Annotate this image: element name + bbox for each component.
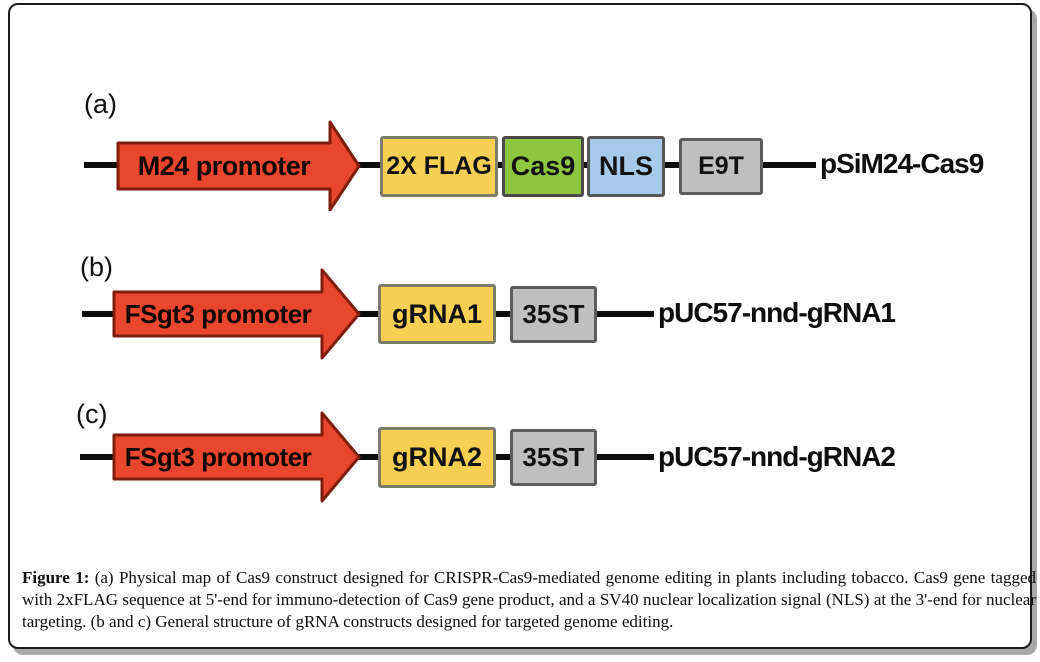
gene-box-35st-b: 35ST [510, 286, 597, 343]
plasmid-name-b: pUC57-nnd-gRNA1 [658, 297, 896, 328]
figure-caption-label: Figure 1: [22, 568, 90, 587]
promoter-label-c: FSgt3 promoter [124, 441, 312, 472]
gene-box-grna1: gRNA1 [378, 284, 496, 344]
plasmid-name-a: pSiM24-Cas9 [820, 148, 984, 179]
gene-box-cas9: Cas9 [502, 136, 584, 197]
gene-box-grna2: gRNA2 [378, 427, 496, 488]
gene-box-35st-c: 35ST [510, 429, 597, 486]
gene-box-2xflag: 2X FLAG [380, 136, 498, 197]
promoter-arrow-b: FSgt3 promoter [110, 267, 362, 361]
promoter-label-b: FSgt3 promoter [124, 298, 312, 329]
construct-label-c: (c) [76, 399, 108, 429]
figure-card: (a) M24 promoter 2X FLAG Cas9 NLS E9T pS… [8, 3, 1036, 649]
backbone-line-c [80, 454, 654, 460]
construct-label-b: (b) [80, 252, 113, 282]
promoter-arrow-shape [112, 411, 361, 503]
gene-box-nls: NLS [587, 136, 665, 197]
promoter-arrow-shape [112, 268, 361, 360]
gene-box-e9t: E9T [679, 138, 763, 195]
figure-caption-text: (a) Physical map of Cas9 construct desig… [22, 568, 1036, 631]
promoter-arrow-c: FSgt3 promoter [110, 410, 362, 504]
promoter-arrow-shape [116, 120, 361, 211]
promoter-arrow-a: M24 promoter [114, 119, 362, 211]
promoter-label-a: M24 promoter [137, 150, 311, 181]
figure-caption: Figure 1: (a) Physical map of Cas9 const… [22, 567, 1036, 633]
construct-label-a: (a) [84, 89, 117, 119]
plasmid-name-c: pUC57-nnd-gRNA2 [658, 441, 896, 472]
backbone-line-b [82, 311, 654, 317]
